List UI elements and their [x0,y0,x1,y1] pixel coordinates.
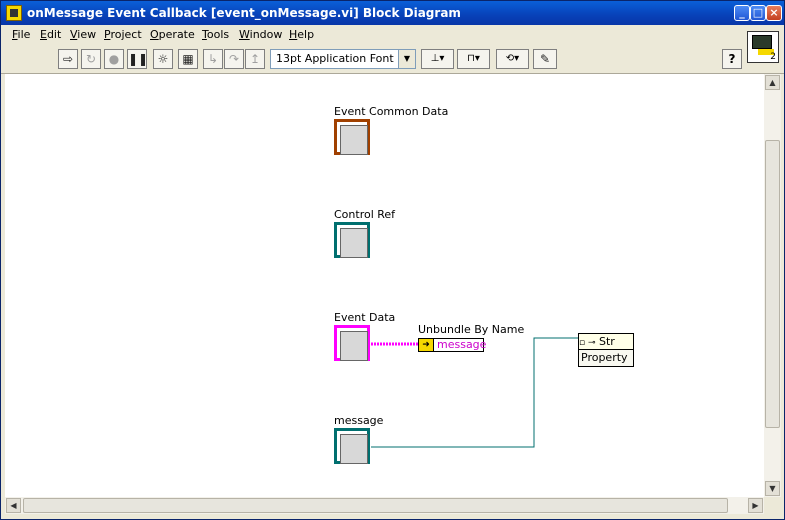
property-node-property[interactable]: Property [581,351,628,364]
scroll-up-icon[interactable]: ▲ [765,75,780,90]
close-button[interactable]: × [766,5,782,21]
window-title: onMessage Event Callback [event_onMessag… [27,6,461,20]
control-ref-label: Control Ref [334,208,396,221]
horizontal-scroll-thumb[interactable] [23,498,728,513]
menu-project[interactable]: Project [104,28,142,41]
labview-vi-icon [6,5,22,21]
reorder-dropdown[interactable]: ⟲▾ [496,49,529,69]
run-arrow-icon[interactable]: ⇨ [58,49,78,69]
cluster-icon [340,125,368,155]
context-help-button[interactable]: ? [722,49,742,69]
vi-arrow-icon [758,49,774,55]
cluster-icon [340,331,368,361]
unbundle-by-name-node[interactable]: ➜ message [418,338,487,352]
menu-bar: File Edit View Project Operate Tools Win… [1,25,784,45]
wires-layer [371,337,578,448]
vertical-scroll-thumb[interactable] [765,140,780,428]
event-data-label: Event Data [334,311,396,324]
maximize-button[interactable]: □ [750,5,766,21]
minimize-button[interactable]: _ [734,5,750,21]
title-bar[interactable]: onMessage Event Callback [event_onMessag… [1,1,784,25]
vertical-scrollbar[interactable]: ▲ ▼ [764,74,781,497]
message-ref-wire[interactable] [371,337,578,448]
align-objects-dropdown[interactable]: ⊥▾ [421,49,454,69]
vi-screen-icon [752,35,772,49]
property-node[interactable]: ▫ ⊸ Str Property [578,333,634,367]
menu-view[interactable]: View [70,28,97,41]
unbundle-by-name-label: Unbundle By Name [418,323,525,336]
vi-connector-icon[interactable]: 2 [747,31,779,63]
resize-grip-icon[interactable] [764,497,781,514]
menu-tools[interactable]: Tools [202,28,230,41]
event-common-data-terminal[interactable] [334,119,370,155]
abort-icon[interactable]: ● [104,49,124,69]
control-ref-terminal[interactable] [334,222,370,258]
refnum-icon [340,228,368,258]
toolbar: ⇨ ↻ ● ❚❚ ☼ ▦ ↳ ↷ ↥ 13pt Application Font… [1,45,784,74]
font-select[interactable]: 13pt Application Font ▼ [270,49,416,69]
ref-icon: ▫ ⊸ [579,338,596,348]
scroll-right-icon[interactable]: ▶ [748,498,763,513]
menu-edit[interactable]: Edit [40,28,62,41]
arrow-right-icon: ➜ [419,339,434,351]
run-continuously-icon[interactable]: ↻ [81,49,101,69]
scroll-down-icon[interactable]: ▼ [765,481,780,496]
refnum-icon [340,434,368,464]
chevron-down-icon: ▼ [398,50,415,68]
connector-count: 2 [770,52,776,62]
distribute-objects-dropdown[interactable]: ⊓▾ [457,49,490,69]
menu-window[interactable]: Window [239,28,283,41]
menu-help[interactable]: Help [289,28,315,41]
event-common-data-label: Event Common Data [334,105,449,118]
property-node-class: Str [599,335,615,348]
property-node-header: ▫ ⊸ Str [579,334,633,350]
scroll-left-icon[interactable]: ◀ [6,498,21,513]
event-data-terminal[interactable] [334,325,370,361]
font-select-value: 13pt Application Font [276,52,394,65]
block-diagram[interactable]: Event Common Data Control Ref Event Data… [5,74,764,497]
highlight-execution-icon[interactable]: ☼ [153,49,173,69]
clean-up-diagram-icon[interactable]: ✎ [533,49,557,69]
pause-icon[interactable]: ❚❚ [127,49,148,69]
message-terminal[interactable] [334,428,370,464]
menu-operate[interactable]: Operate [150,28,195,41]
horizontal-scrollbar[interactable]: ◀ ▶ [5,497,764,514]
retain-wire-values-icon[interactable]: ▦ [178,49,198,69]
menu-file[interactable]: File [12,28,31,41]
step-out-icon[interactable]: ↥ [245,49,265,69]
step-into-icon[interactable]: ↳ [203,49,223,69]
unbundle-field: message [437,338,487,351]
step-over-icon[interactable]: ↷ [224,49,244,69]
message-terminal-label: message [334,414,384,427]
